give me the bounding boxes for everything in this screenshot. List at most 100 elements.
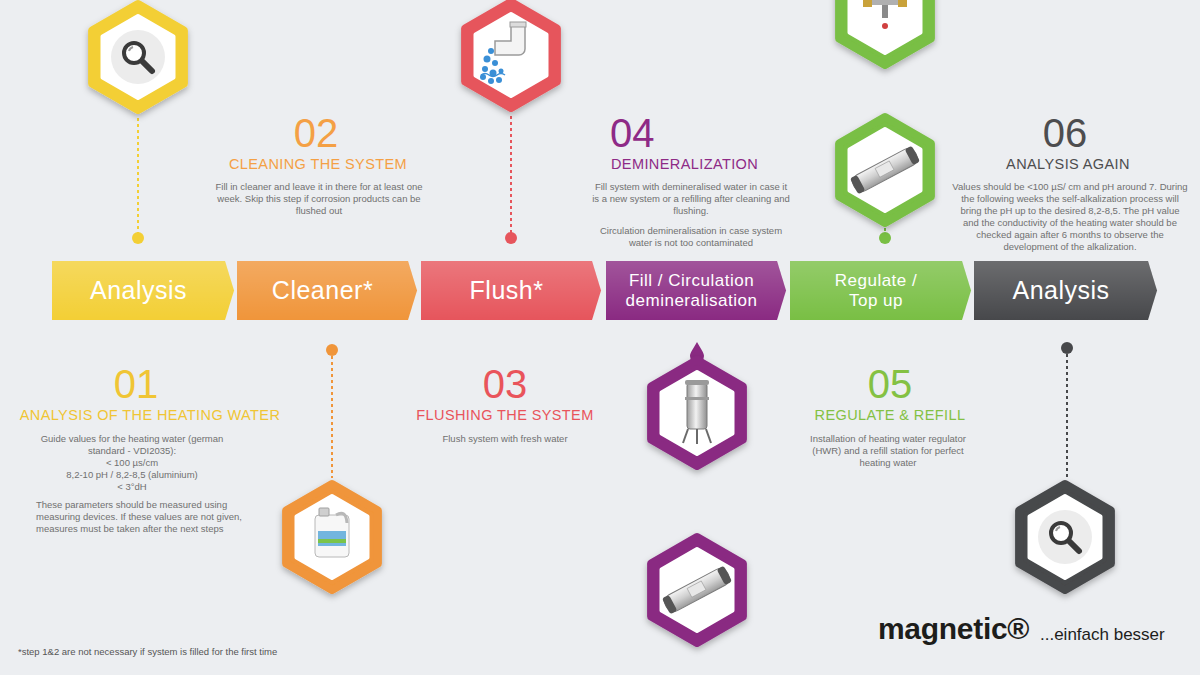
leader-dot — [326, 344, 338, 356]
band-text-holder: Analysis — [974, 261, 1148, 320]
regulator-icon — [863, 0, 907, 29]
guide-value: 8,2-10 pH / 8,2-8,5 (aluminium) — [32, 469, 232, 481]
demineralisation-unit-icon — [683, 380, 711, 444]
hexagon-icon — [651, 537, 743, 643]
band-label: Cleaner* — [272, 276, 373, 305]
step-number: 02 — [266, 113, 366, 153]
step-text: Values should be <100 µS/ cm and pH arou… — [952, 181, 1188, 253]
process-band: Analysis — [974, 261, 1157, 320]
leader-line — [510, 116, 512, 234]
brand-slogan: ...einfach besser — [1040, 626, 1190, 645]
process-band: Regulate / Top up — [790, 261, 971, 320]
band-label: Flush* — [470, 276, 544, 305]
regulator-valve — [882, 23, 888, 29]
cleaner-canister-icon — [315, 508, 349, 557]
water-drop — [496, 77, 502, 83]
band-fill — [606, 261, 786, 320]
unit-band — [685, 397, 709, 400]
canister-cap — [319, 508, 329, 516]
band-text-holder: Flush* — [421, 261, 592, 320]
unit-vessel — [687, 383, 707, 429]
band-shine — [790, 261, 971, 320]
leader-line — [331, 356, 333, 478]
hexagon-icon — [465, 2, 557, 108]
pipe-flange — [510, 22, 526, 27]
hexagon-icon — [286, 484, 378, 590]
band-fill — [52, 261, 234, 320]
step-number: 06 — [1015, 113, 1115, 153]
leader-line — [1066, 354, 1068, 478]
hexagon-icon — [839, 117, 931, 223]
filter-cartridge-icon — [850, 146, 920, 195]
band-text-holder: Analysis — [52, 261, 225, 320]
band-fill — [237, 261, 417, 320]
leader-dot — [132, 232, 144, 244]
hexagon-icon — [1019, 484, 1111, 590]
hexagon-icon — [839, 0, 931, 65]
step-text: These parameters should be measured usin… — [36, 499, 252, 535]
canister-handle — [336, 513, 347, 523]
cartridge-cap — [850, 175, 866, 195]
band-label: Analysis — [90, 276, 187, 305]
band-label: Fill / Circulation demineralisation — [609, 271, 774, 310]
leader-lines — [138, 116, 1067, 478]
band-label: Regulate / Top up — [821, 271, 931, 310]
water-drop — [480, 74, 486, 80]
band-shine — [52, 261, 234, 320]
canister-label — [318, 531, 346, 546]
brass-fitting — [898, 0, 907, 7]
brand-logo: magnetic® — [878, 612, 1048, 645]
unit-leg — [696, 429, 698, 444]
canister-stripe — [318, 539, 346, 543]
step-heading: CLEANING THE SYSTEM — [218, 157, 418, 173]
process-band: Cleaner* — [237, 261, 417, 320]
band-text-holder: Cleaner* — [237, 261, 408, 320]
step-number: 04 — [610, 113, 690, 153]
process-band: Fill / Circulation demineralisation — [606, 261, 786, 320]
band-text-holder: Regulate / Top up — [790, 261, 962, 320]
cartridge-tag — [875, 161, 894, 177]
step-heading: ANALYSIS OF THE HEATING WATER — [0, 408, 300, 424]
leader-dot — [505, 232, 517, 244]
water-drop — [488, 48, 494, 54]
cartridge-body — [850, 146, 920, 195]
step-text: Fill system with demineralised water in … — [591, 181, 791, 217]
leader-dot — [1061, 342, 1073, 354]
band-fill — [974, 261, 1157, 320]
cartridge-tag — [687, 581, 706, 597]
step-text: Fill in cleaner and leave it in there fo… — [210, 181, 428, 217]
water-wave — [481, 74, 505, 77]
hexagon-icon — [92, 4, 184, 110]
pipe-elbow — [495, 25, 525, 55]
brass-fitting — [863, 0, 872, 7]
magnifier-icon — [1038, 510, 1092, 564]
flush-pipe-icon — [480, 22, 526, 84]
step-heading: FLUSHING THE SYSTEM — [405, 408, 605, 424]
leader-dot — [879, 232, 891, 244]
step-heading: DEMINERALIZATION — [611, 157, 811, 173]
unit-leg — [706, 429, 711, 443]
canister-body — [315, 515, 349, 557]
step-heading: ANALYSIS AGAIN — [968, 157, 1168, 173]
process-band: Flush* — [421, 261, 601, 320]
cartridge-cap — [717, 566, 733, 586]
band-text-holder: Fill / Circulation demineralisation — [606, 261, 777, 320]
step-text: Flush system with fresh water — [405, 433, 605, 445]
guide-value: < 100 µs/cm — [32, 457, 232, 469]
band-label: Analysis — [1012, 276, 1109, 305]
band-shine — [237, 261, 417, 320]
band-shine — [606, 261, 786, 320]
water-drops — [480, 48, 504, 84]
step-number: 03 — [455, 364, 555, 404]
water-drop — [492, 60, 498, 66]
cartridge-cap — [905, 146, 921, 166]
water-drop — [482, 66, 488, 72]
cartridge-cap — [662, 595, 678, 615]
band-shine — [421, 261, 601, 320]
band-fill — [421, 261, 601, 320]
filter-cartridge-icon — [662, 566, 732, 615]
band-shine — [974, 261, 1157, 320]
cartridge-body — [662, 566, 732, 615]
unit-lid — [685, 380, 709, 385]
